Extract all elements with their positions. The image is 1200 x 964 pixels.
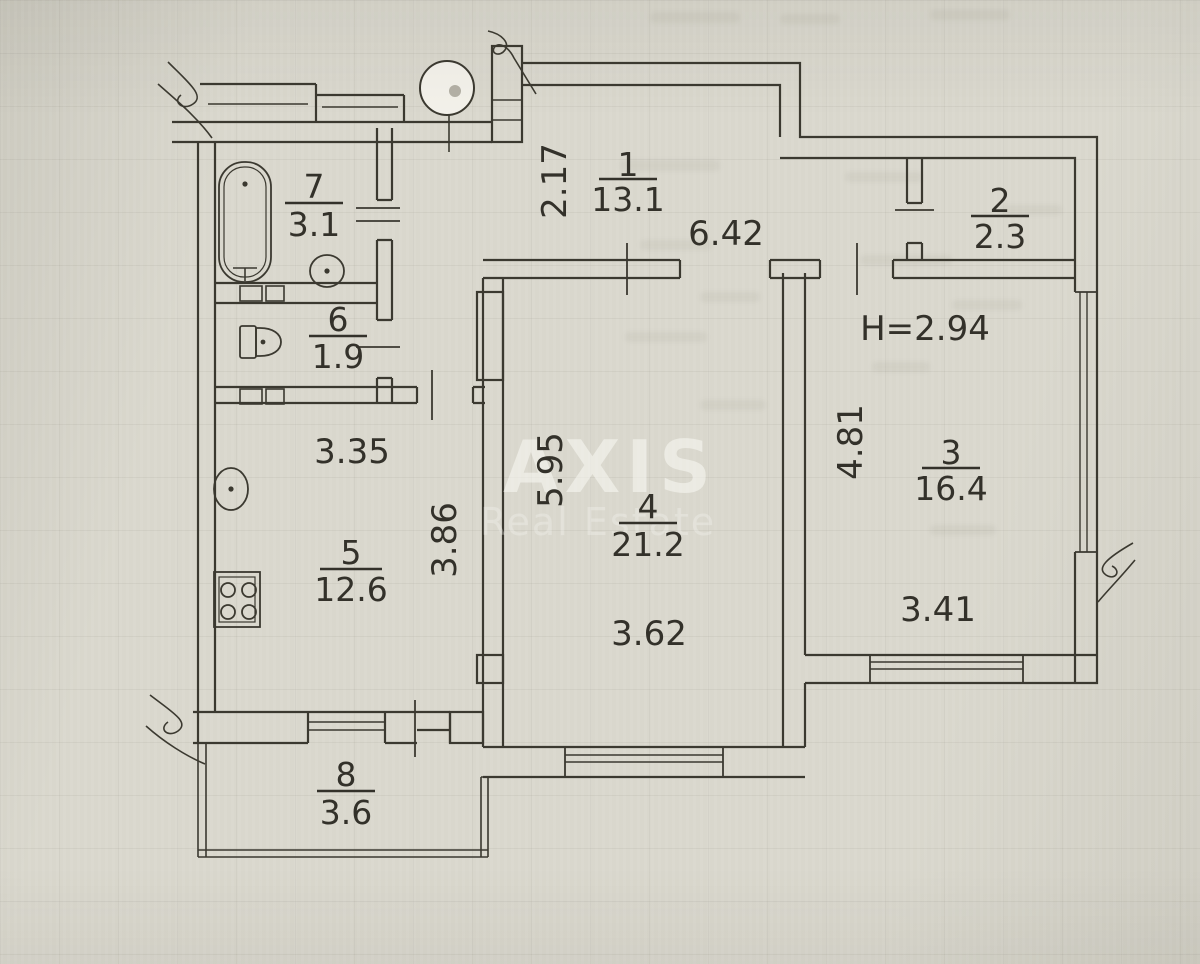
room-5-label: 5 12.6 <box>314 533 387 609</box>
room3-east-window <box>1079 292 1088 552</box>
room-4-label: 4 21.2 <box>611 487 684 564</box>
windows <box>308 291 1097 777</box>
kitchen-sink-icon <box>213 467 249 511</box>
hall-south-wall <box>483 258 1075 280</box>
wall-pilaster <box>475 290 505 382</box>
dim-kitchen-depth: 3.86 <box>425 502 465 578</box>
dim-living-depth: 5.95 <box>531 432 571 508</box>
dimension-labels: 2.17 6.42 3.35 3.86 5.95 3.62 4.81 3.41 … <box>314 143 990 654</box>
room-1-label: 1 13.1 <box>591 145 664 219</box>
room-2-number: 2 <box>990 181 1011 220</box>
paper-bleedthrough <box>620 10 1062 535</box>
room-6-label: 6 1.9 <box>309 300 367 376</box>
kitchen-south-wall <box>193 710 452 745</box>
kitchen-balcony-window <box>308 721 385 731</box>
room-1-area: 13.1 <box>591 180 664 219</box>
bathtub-icon <box>218 161 272 283</box>
room-2-label: 2 2.3 <box>971 181 1029 256</box>
column-icon <box>419 60 475 116</box>
wall-break-marks <box>145 30 1136 765</box>
ceiling-height-label: H=2.94 <box>860 309 990 349</box>
stove-icon <box>213 571 261 628</box>
dim-hall-width: 6.42 <box>688 214 764 254</box>
wall-pilaster <box>475 653 505 685</box>
entry-door-jamb <box>490 44 524 144</box>
dim-kitchen-width: 3.35 <box>314 432 390 472</box>
room-8-number: 8 <box>336 755 357 794</box>
left-wall <box>196 142 217 743</box>
room-7-label: 7 3.1 <box>285 167 343 244</box>
entry-north-wall <box>172 82 492 144</box>
walls <box>172 44 1099 779</box>
watermark-brand: AXIS <box>503 425 717 509</box>
room-1-number: 1 <box>618 145 639 184</box>
wash-basin-icon <box>309 254 345 288</box>
room-6-area: 1.9 <box>312 337 364 376</box>
dim-bedroom-width: 3.41 <box>900 590 976 630</box>
wall-block <box>448 710 485 745</box>
inner-walls-right <box>483 273 1097 779</box>
bath-wc-right-wall <box>375 128 394 403</box>
watermark: AXIS Real Estate <box>480 425 717 544</box>
room-3-label: 3 16.4 <box>914 433 987 508</box>
dimension-ticks <box>356 207 934 757</box>
room4-south-window <box>565 754 723 763</box>
entry-column <box>419 60 475 152</box>
balcony-railing <box>197 743 489 858</box>
kitchen-north-wall <box>215 385 485 405</box>
room-3-number: 3 <box>941 433 962 472</box>
room-4-number: 4 <box>638 487 659 526</box>
toilet-icon <box>239 325 282 359</box>
room-5-number: 5 <box>341 533 362 572</box>
entry-door-jamb-lines <box>492 99 522 121</box>
entry-window-glazing <box>208 103 398 108</box>
bath-wc-divider <box>215 281 378 305</box>
room-4-area: 21.2 <box>611 525 684 564</box>
dim-bedroom-depth: 4.81 <box>831 404 871 480</box>
fixtures <box>213 161 345 628</box>
room2-left-wall <box>905 158 924 260</box>
room-labels: 1 13.1 2 2.3 3 16.4 4 21.2 5 12.6 6 1.9 <box>285 145 1029 832</box>
room-2-area: 2.3 <box>974 217 1026 256</box>
vent-shafts <box>239 285 285 405</box>
room-7-number: 7 <box>304 167 325 206</box>
outer-wall <box>522 61 1099 685</box>
room3-south-window <box>870 661 1023 670</box>
dim-living-width: 3.62 <box>611 614 687 654</box>
room-7-area: 3.1 <box>288 205 340 244</box>
room-5-area: 12.6 <box>314 570 387 609</box>
room-6-number: 6 <box>328 300 349 339</box>
dim-hall-depth: 2.17 <box>535 143 575 219</box>
room-8-label: 8 3.6 <box>317 755 375 832</box>
room-3-area: 16.4 <box>914 469 987 508</box>
room-8-area: 3.6 <box>320 793 372 832</box>
